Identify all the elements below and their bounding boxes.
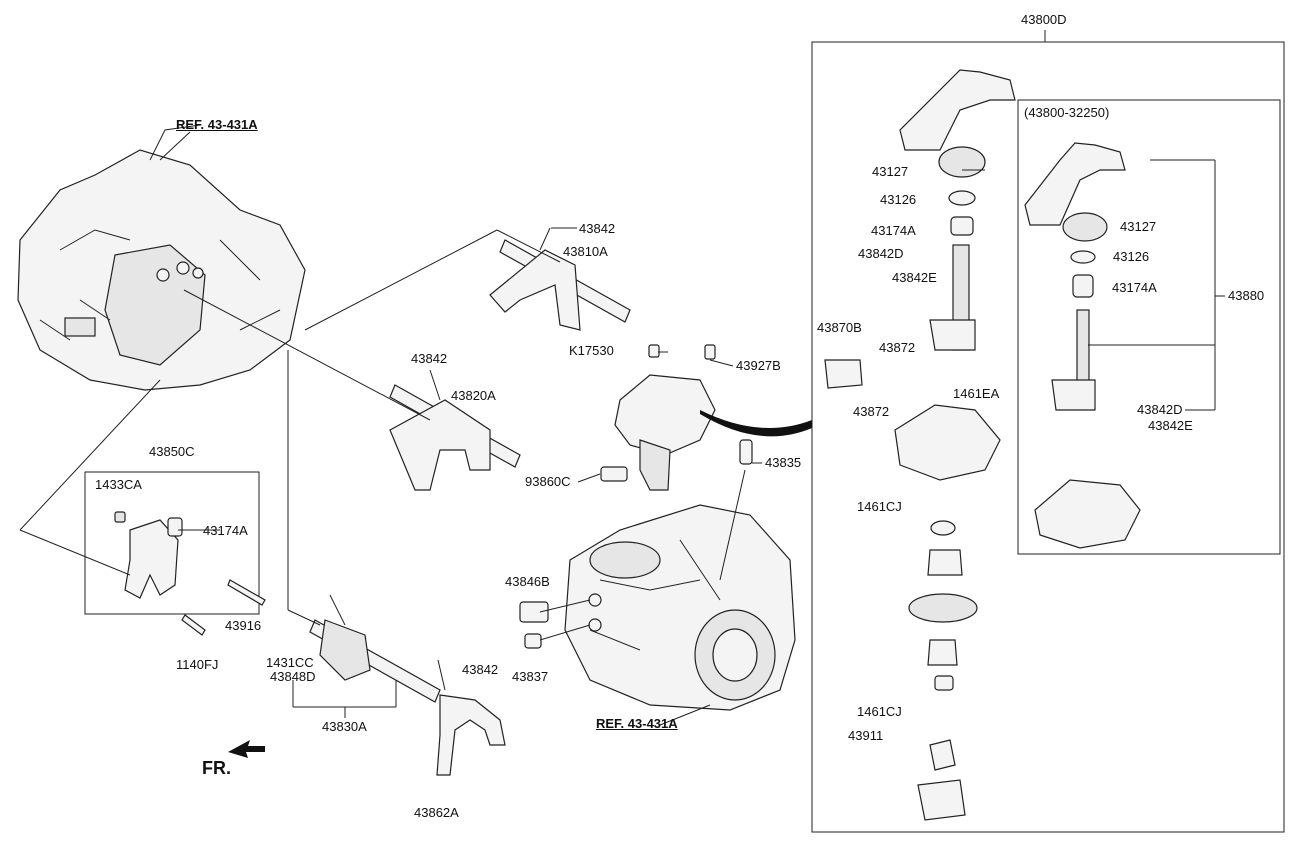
- part-label-1433CA: 1433CA: [95, 477, 142, 492]
- part-label-1461CJ-top: 1461CJ: [857, 499, 902, 514]
- bracket-frame-43850C: [84, 471, 260, 615]
- part-label-43872-bottom: 43872: [853, 404, 890, 419]
- part-label-43174A-left: 43174A: [203, 523, 248, 538]
- control-housing: [519, 344, 753, 649]
- subassembly-number: 43880: [1228, 288, 1265, 303]
- part-label-43916: 43916: [225, 618, 262, 633]
- part-label-43174A-sub: 43174A: [1112, 280, 1157, 295]
- part-label-93860C: 93860C: [525, 474, 571, 489]
- transmission-case-lower: [564, 504, 796, 711]
- part-label-43835: 43835: [765, 455, 802, 470]
- part-label-43842-b: 43842: [411, 351, 448, 366]
- part-label-43842D-sub: 43842D: [1137, 402, 1183, 417]
- part-label-43842E-sub: 43842E: [1148, 418, 1193, 433]
- shift-rod-43810A: [489, 227, 631, 331]
- part-label-43830A: 43830A: [322, 719, 367, 734]
- part-label-43842-c: 43842: [462, 662, 499, 677]
- assembly-43800D-parts: [824, 69, 1016, 821]
- fr-arrow-icon: [228, 740, 265, 758]
- subassembly-frame-43800-32250: [1017, 99, 1281, 555]
- part-label-43126-sub: 43126: [1113, 249, 1150, 264]
- part-label-43127-main: 43127: [872, 164, 909, 179]
- transmission-case-upper: [17, 124, 306, 391]
- assembly-frame-43800D: [811, 41, 1285, 833]
- part-label-43174A-main: 43174A: [871, 223, 916, 238]
- direction-label: FR.: [202, 758, 231, 778]
- callout-wedge: [700, 410, 812, 437]
- assembly-number-sub: (43800-32250): [1024, 105, 1110, 120]
- part-label-1461EA: 1461EA: [953, 386, 1000, 401]
- part-label-43872-top: 43872: [879, 340, 916, 355]
- part-label-43927B: 43927B: [736, 358, 781, 373]
- part-label-43126-main: 43126: [880, 192, 917, 207]
- part-label-1140FJ: 1140FJ: [176, 657, 219, 672]
- part-label-43870B: 43870B: [817, 320, 862, 335]
- part-label-43911: 43911: [848, 728, 884, 743]
- assembly-number-main: 43800D: [1021, 12, 1067, 27]
- part-label-1431CC: 1431CC: [266, 655, 314, 670]
- part-label-43842E-main: 43842E: [892, 270, 937, 285]
- shift-rod-43830A: [309, 594, 506, 776]
- part-label-1461CJ-bottom: 1461CJ: [857, 704, 902, 719]
- part-label-43837: 43837: [512, 669, 549, 684]
- part-label-43848D: 43848D: [270, 669, 316, 684]
- part-label-43862A: 43862A: [414, 805, 459, 820]
- reference-label-bottom: REF. 43-431A: [596, 716, 678, 731]
- leader-lines: [19, 131, 1225, 726]
- shift-rod-43820A: [389, 369, 521, 491]
- reference-label-top: REF. 43-431A: [176, 117, 258, 132]
- part-label-43810A: 43810A: [563, 244, 608, 259]
- part-label-K17530: K17530: [569, 343, 614, 358]
- part-label-43842D-main: 43842D: [858, 246, 904, 261]
- assembly-43880-parts: [1024, 142, 1141, 549]
- part-label-43127-sub: 43127: [1120, 219, 1157, 234]
- part-label-43850C: 43850C: [149, 444, 195, 459]
- part-label-43820A: 43820A: [451, 388, 496, 403]
- part-label-43846B: 43846B: [505, 574, 550, 589]
- bracket-43850C: [114, 511, 266, 636]
- part-label-43842-a: 43842: [579, 221, 616, 236]
